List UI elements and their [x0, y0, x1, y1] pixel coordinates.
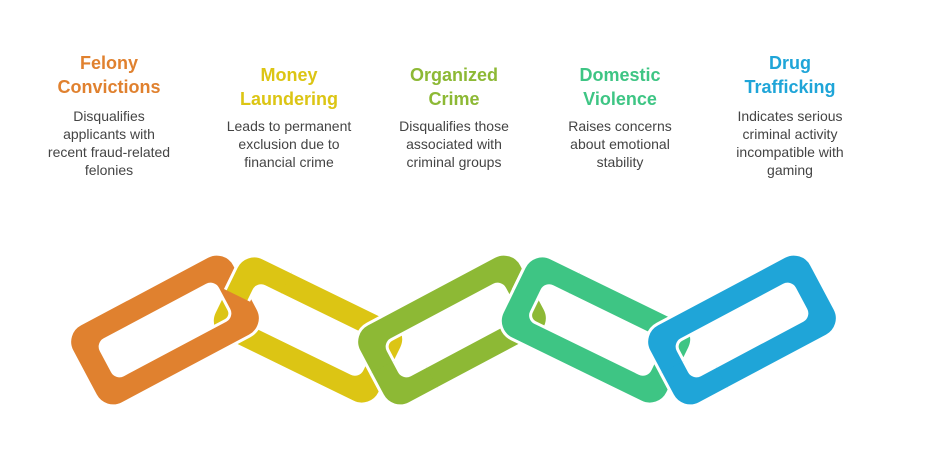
item-felony-convictions: Felony Convictions Disqualifies applican…: [34, 51, 184, 179]
item-description: Leads to permanent exclusion due to fina…: [226, 118, 352, 170]
item-domestic-violence: Domestic Violence Raises concerns about …: [540, 63, 700, 171]
item-title: Felony Convictions: [57, 53, 161, 97]
item-title: Drug Trafficking: [744, 53, 836, 97]
item-description: Raises concerns about emotional stabilit…: [568, 118, 672, 170]
item-title: Organized Crime: [409, 65, 498, 109]
item-title: Domestic Violence: [579, 65, 661, 109]
item-description: Disqualifies applicants with recent frau…: [47, 108, 171, 178]
item-money-laundering: Money Laundering Leads to permanent excl…: [204, 63, 374, 171]
item-title: Money Laundering: [240, 65, 338, 109]
item-description: Indicates serious criminal activity inco…: [736, 108, 844, 178]
item-drug-trafficking: Drug Trafficking Indicates serious crimi…: [710, 51, 870, 179]
item-organized-crime: Organized Crime Disqualifies those assoc…: [374, 63, 534, 171]
item-description: Disqualifies those associated with crimi…: [399, 118, 509, 170]
